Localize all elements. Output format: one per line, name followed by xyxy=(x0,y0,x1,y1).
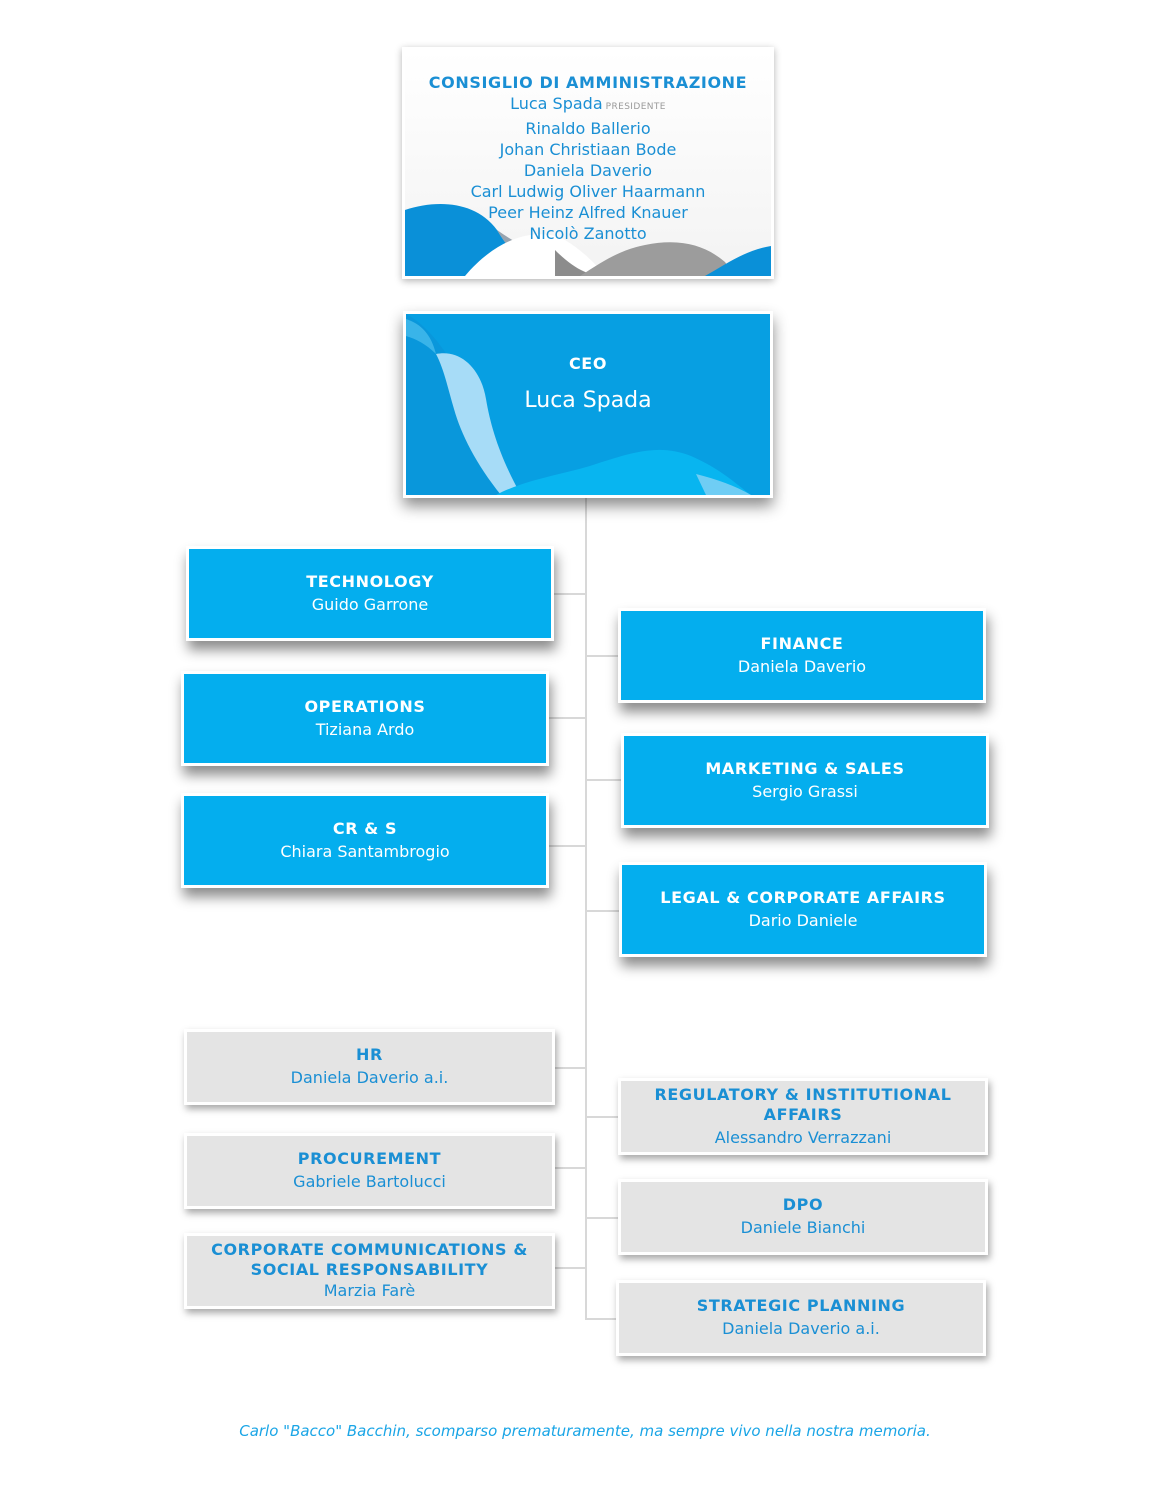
ceo-role: CEO xyxy=(568,354,608,373)
staff-head: Marzia Farè xyxy=(323,1281,416,1300)
unit-role: FINANCE xyxy=(760,633,844,653)
board-member: Rinaldo Ballerio xyxy=(525,119,651,138)
unit-technology: TECHNOLOGY Guido Garrone xyxy=(186,546,554,641)
ceo-wave-decoration xyxy=(406,314,770,495)
board-member: Daniela Daverio xyxy=(523,161,653,180)
staff-role: PROCUREMENT xyxy=(297,1149,442,1168)
unit-head: Sergio Grassi xyxy=(752,781,858,801)
unit-legal-corporate-affairs: LEGAL & CORPORATE AFFAIRS Dario Daniele xyxy=(619,862,987,957)
unit-role: TECHNOLOGY xyxy=(306,571,434,591)
staff-head: Daniele Bianchi xyxy=(740,1218,866,1237)
staff-strategic-planning: STRATEGIC PLANNING Daniela Daverio a.i. xyxy=(616,1280,986,1356)
unit-marketing-sales: MARKETING & SALES Sergio Grassi xyxy=(621,733,989,828)
staff-dpo: DPO Daniele Bianchi xyxy=(618,1179,988,1255)
staff-role: STRATEGIC PLANNING xyxy=(696,1296,906,1315)
ceo-card: CEO Luca Spada xyxy=(403,311,773,498)
board-title: CONSIGLIO DI AMMINISTRAZIONE xyxy=(428,73,748,92)
unit-finance: FINANCE Daniela Daverio xyxy=(618,608,986,703)
staff-procurement: PROCUREMENT Gabriele Bartolucci xyxy=(184,1133,555,1209)
unit-role: OPERATIONS xyxy=(304,696,426,716)
board-member: Carl Ludwig Oliver Haarmann xyxy=(470,182,706,201)
staff-role-line1: CORPORATE COMMUNICATIONS & xyxy=(211,1240,528,1259)
staff-role: HR xyxy=(356,1045,383,1064)
unit-role: LEGAL & CORPORATE AFFAIRS xyxy=(660,887,946,907)
board-member: Johan Christiaan Bode xyxy=(499,140,677,159)
unit-head: Dario Daniele xyxy=(748,910,858,930)
staff-head: Daniela Daverio a.i. xyxy=(722,1319,880,1338)
ceo-name: Luca Spada xyxy=(524,388,652,413)
unit-crs: CR & S Chiara Santambrogio xyxy=(181,793,549,888)
staff-head: Daniela Daverio a.i. xyxy=(290,1068,449,1087)
staff-role: REGULATORY & INSTITUTIONAL AFFAIRS xyxy=(654,1084,952,1124)
unit-head: Daniela Daverio xyxy=(737,656,867,676)
board-wave-decoration xyxy=(405,204,771,276)
unit-head: Tiziana Ardo xyxy=(315,719,415,739)
staff-head: Alessandro Verrazzani xyxy=(714,1127,892,1147)
memorial-footer: Carlo "Bacco" Bacchin, scomparso prematu… xyxy=(239,1422,931,1440)
board-member: Peer Heinz Alfred Knauer xyxy=(488,203,688,222)
staff-role-line2: SOCIAL RESPONSABILITY xyxy=(250,1260,489,1279)
board-chair-tag: PRESIDENTE xyxy=(605,102,666,112)
board-member: Nicolò Zanotto xyxy=(529,224,647,243)
unit-operations: OPERATIONS Tiziana Ardo xyxy=(181,671,549,766)
staff-regulatory-institutional-affairs: REGULATORY & INSTITUTIONAL AFFAIRS Aless… xyxy=(618,1078,988,1155)
unit-role: CR & S xyxy=(332,818,398,838)
unit-role: MARKETING & SALES xyxy=(705,758,905,778)
board-chair-name: Luca Spada xyxy=(510,94,603,113)
staff-corporate-communications: CORPORATE COMMUNICATIONS & SOCIAL RESPON… xyxy=(184,1233,555,1309)
unit-head: Guido Garrone xyxy=(311,594,429,614)
staff-role: DPO xyxy=(782,1195,824,1214)
staff-hr: HR Daniela Daverio a.i. xyxy=(184,1029,555,1105)
staff-head: Gabriele Bartolucci xyxy=(293,1172,446,1191)
unit-head: Chiara Santambrogio xyxy=(280,841,450,861)
